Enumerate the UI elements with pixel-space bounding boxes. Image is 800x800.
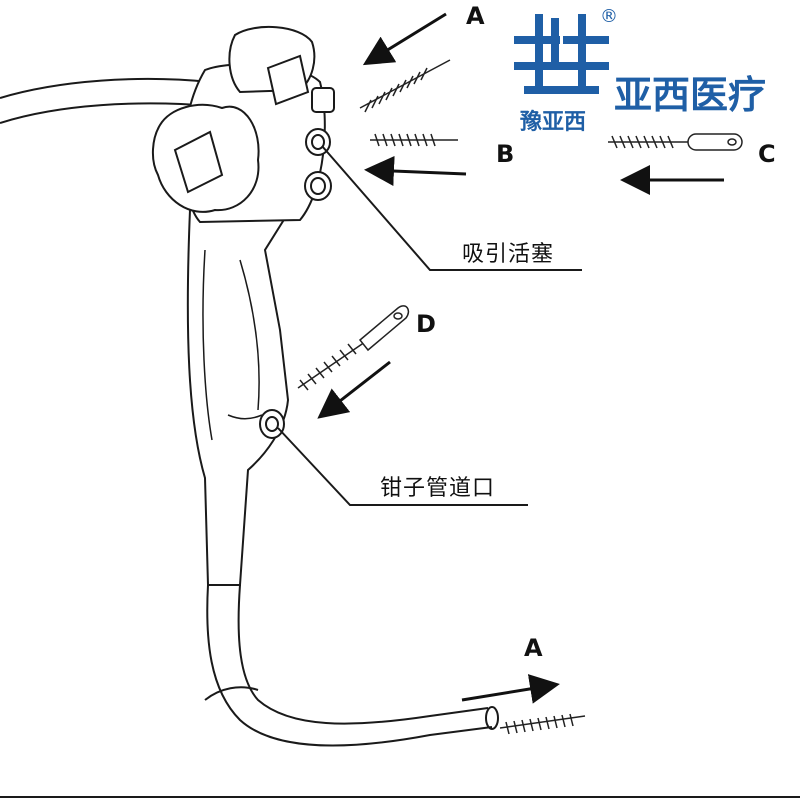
label-d: D: [416, 310, 436, 338]
label-a-top: A: [466, 2, 485, 30]
arrow-b: [364, 156, 467, 186]
brush-c: [608, 133, 743, 151]
arrow-a-top: [362, 12, 447, 66]
registered-mark: ®: [600, 6, 618, 27]
forceps-channel-port: [259, 409, 285, 439]
forceps-port-label: 钳子管道口: [380, 476, 496, 501]
label-b: B: [496, 140, 515, 168]
logo-mark: [514, 14, 609, 94]
umbilical-cable: [0, 77, 213, 124]
brand-name: 亚西医疗: [614, 73, 767, 117]
handle-body: [186, 209, 292, 586]
control-knobs: [152, 25, 335, 224]
brand-name-small: 豫亚西: [520, 110, 587, 135]
arrow-a-bottom: [461, 674, 560, 704]
brush-d: [297, 305, 410, 391]
insertion-tube: [204, 584, 499, 747]
label-c: C: [758, 140, 776, 168]
suction-valve-label: 吸引活塞: [462, 242, 555, 267]
leader-lines: [277, 145, 582, 506]
brush-a-top: [359, 59, 451, 113]
brush-a-bottom: [499, 713, 586, 735]
label-a-bottom: A: [524, 634, 543, 662]
direction-arrows: [317, 12, 724, 704]
arrow-d: [317, 360, 391, 419]
brush-b: [370, 133, 458, 147]
